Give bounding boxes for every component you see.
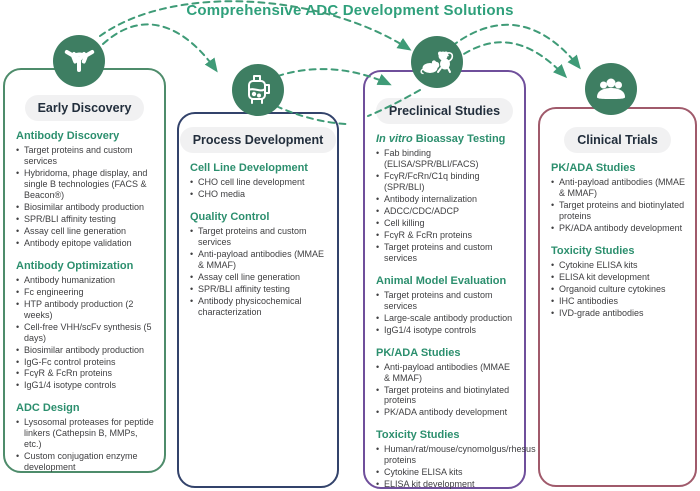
lab-animals-icon	[411, 36, 463, 88]
bullet-item: Target proteins and custom services	[16, 145, 156, 167]
bullet-item: Anti-payload antibodies (MMAE & MMAF)	[190, 249, 329, 271]
bullet-item: FcγR/FcRn/C1q binding (SPR/BLI)	[376, 171, 516, 193]
stage-title: Early Discovery	[24, 95, 145, 121]
bullet-item: Antibody physicochemical characterizatio…	[190, 296, 329, 318]
bullet-item: Anti-payload antibodies (MMAE & MMAF)	[551, 177, 687, 199]
bullet-item: Cell-free VHH/scFv synthesis (5 days)	[16, 322, 156, 344]
section-heading: Toxicity Studies	[376, 429, 460, 442]
card-content: PK/ADA StudiesAnti-payload antibodies (M…	[540, 153, 695, 319]
bullet-item: Anti-payload antibodies (MMAE & MMAF)	[376, 362, 516, 384]
bioreactor-icon	[232, 64, 284, 116]
bullet-item: PK/ADA antibody development	[376, 407, 516, 418]
bullet-item: CHO media	[190, 189, 329, 200]
card-early-discovery: Early Discovery Antibody DiscoveryTarget…	[3, 68, 166, 473]
bullet-item: Large-scale antibody production	[376, 313, 516, 324]
bullet-item: IVD-grade antibodies	[551, 308, 687, 319]
bullet-item: SPR/BLI affinity testing	[190, 284, 329, 295]
bullet-item: SPR/BLI affinity testing	[16, 214, 156, 225]
bullet-list: Anti-payload antibodies (MMAE & MMAF)Tar…	[551, 177, 687, 234]
bullet-item: Cell killing	[376, 218, 516, 229]
bullet-item: Antibody epitope validation	[16, 238, 156, 249]
bullet-item: Target proteins and custom services	[376, 242, 516, 264]
bullet-item: Cytokine ELISA kits	[551, 260, 687, 271]
bullet-item: ELISA kit development	[376, 479, 516, 490]
section-heading: PK/ADA Studies	[551, 162, 636, 174]
card-content: In vitro Bioassay TestingFab binding (EL…	[365, 124, 536, 491]
bullet-item: Custom conjugation enzyme development	[16, 451, 156, 473]
bullet-item: Biosimilar antibody production	[16, 202, 156, 213]
arrow-preclinical-to-clinical-upper	[451, 23, 581, 70]
stage-title: Process Development	[179, 127, 337, 153]
page-title: Comprehensive ADC Development Solutions	[186, 2, 514, 19]
section-heading: Quality Control	[190, 210, 270, 223]
bullet-list: Target proteins and custom servicesAnti-…	[190, 226, 329, 318]
bullet-item: Target proteins and biotinylated protein…	[551, 200, 687, 222]
bullet-item: Antibody internalization	[376, 194, 516, 205]
bullet-item: Fc engineering	[16, 287, 156, 298]
bullet-list: Anti-payload antibodies (MMAE & MMAF)Tar…	[376, 362, 516, 419]
bullet-item: Target proteins and custom services	[376, 290, 516, 312]
bullet-item: Lysosomal proteases for peptide linkers …	[16, 417, 156, 450]
stage-title: Preclinical Studies	[375, 98, 514, 124]
arrow-early-to-process	[102, 23, 218, 73]
bullet-item: Target proteins and custom services	[190, 226, 329, 248]
card-clinical-trials: Clinical Trials PK/ADA StudiesAnti-paylo…	[538, 107, 697, 487]
bullet-item: Fab binding (ELISA/SPR/BLI/FACS)	[376, 148, 516, 170]
bullet-item: Cytokine ELISA kits	[376, 467, 516, 478]
card-process-development: Process Development Cell Line Developmen…	[177, 112, 339, 488]
section-heading: PK/ADA Studies	[376, 346, 461, 359]
bullet-item: Human/rat/mouse/cynomolgus/rhesus protei…	[376, 444, 536, 466]
bullet-item: IgG1/4 isotype controls	[16, 380, 156, 391]
bullet-item: Assay cell line generation	[190, 272, 329, 283]
bullet-list: CHO cell line developmentCHO media	[190, 177, 329, 200]
bullet-item: Organoid culture cytokines	[551, 284, 687, 295]
bullet-item: IHC antibodies	[551, 296, 687, 307]
bullet-item: HTP antibody production (2 weeks)	[16, 299, 156, 321]
bullet-item: IgG1/4 isotype controls	[376, 325, 516, 336]
section-heading: Animal Model Evaluation	[376, 274, 507, 287]
bullet-item: FcγR & FcRn proteins	[376, 230, 516, 241]
bullet-item: Biosimilar antibody production	[16, 345, 156, 356]
bullet-item: ADCC/CDC/ADCP	[376, 206, 516, 217]
bullet-item: ELISA kit development	[551, 272, 687, 283]
bullet-item: CHO cell line development	[190, 177, 329, 188]
section-heading: In vitro Bioassay Testing	[376, 133, 506, 145]
bullet-list: Antibody humanizationFc engineeringHTP a…	[16, 275, 156, 392]
section-heading: Toxicity Studies	[551, 244, 635, 257]
bullet-item: IgG-Fc control proteins	[16, 357, 156, 368]
section-heading: Cell Line Development	[190, 162, 308, 174]
bullet-list: Target proteins and custom servicesHybri…	[16, 145, 156, 249]
bullet-item: Assay cell line generation	[16, 226, 156, 237]
section-heading: Antibody Optimization	[16, 259, 134, 272]
bullet-item: FcγR & FcRn proteins	[16, 368, 156, 379]
bullet-item: PK/ADA antibody development	[551, 223, 687, 234]
bullet-item: Antibody humanization	[16, 275, 156, 286]
section-heading: ADC Design	[16, 402, 80, 415]
bullet-list: Lysosomal proteases for peptide linkers …	[16, 417, 156, 473]
bullet-list: Cytokine ELISA kitsELISA kit development…	[551, 260, 687, 319]
stage-title: Clinical Trials	[564, 127, 671, 153]
section-heading: Antibody Discovery	[16, 130, 120, 142]
bullet-item: Hybridoma, phage display, and single B t…	[16, 168, 156, 201]
bullet-item: Target proteins and biotinylated protein…	[376, 385, 516, 407]
people-group-icon	[585, 63, 637, 115]
card-content: Cell Line DevelopmentCHO cell line devel…	[179, 153, 337, 318]
bullet-list: Target proteins and custom servicesLarge…	[376, 290, 516, 336]
card-content: Antibody DiscoveryTarget proteins and cu…	[5, 121, 164, 473]
bullet-list: Fab binding (ELISA/SPR/BLI/FACS)FcγR/FcR…	[376, 148, 516, 264]
antibody-icon	[53, 35, 105, 87]
card-preclinical-studies: Preclinical Studies In vitro Bioassay Te…	[363, 70, 536, 491]
bullet-list: Human/rat/mouse/cynomolgus/rhesus protei…	[376, 444, 536, 491]
